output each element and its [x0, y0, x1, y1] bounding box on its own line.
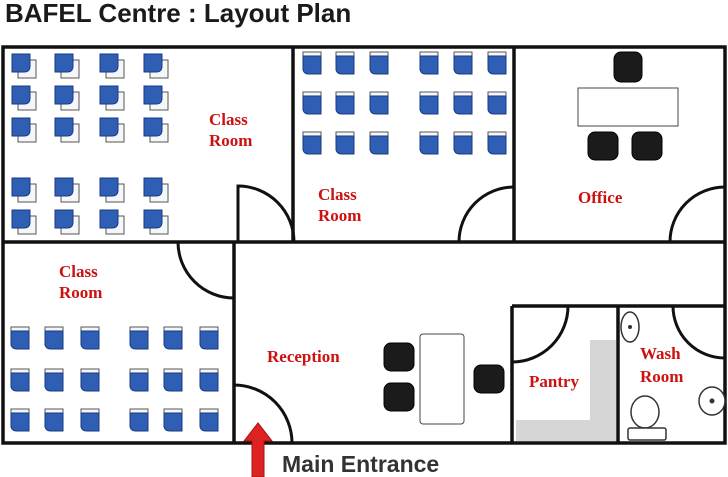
- classroom-seat-icon: [419, 51, 439, 75]
- reception-chair-2: [383, 382, 415, 412]
- classroom-seat-icon: [54, 53, 80, 79]
- classroom-seat-icon: [419, 131, 439, 155]
- classroom-seat-icon: [99, 117, 125, 143]
- reception-furniture: [383, 333, 505, 425]
- label-classroom-top-middle-line1: Class: [318, 185, 357, 204]
- classroom-seat-icon: [99, 177, 125, 203]
- classroom-seat-icon: [163, 408, 183, 432]
- classroom-seat-icon: [453, 131, 473, 155]
- reception-desk: [419, 333, 465, 425]
- office-furniture: [577, 51, 679, 161]
- door-washroom: [671, 305, 726, 360]
- door-office: [668, 185, 726, 243]
- entrance-arrow-icon: [242, 422, 274, 477]
- main-entrance: Main Entrance: [242, 422, 439, 477]
- door-main: [233, 383, 294, 444]
- classroom-seat-icon: [129, 408, 149, 432]
- label-office: Office: [578, 188, 623, 207]
- classroom-seat-icon: [199, 368, 219, 392]
- classroom-seat-icon: [11, 85, 37, 111]
- classroom-seat-icon: [335, 91, 355, 115]
- label-classroom-top-middle-line2: Room: [318, 206, 361, 225]
- plan-title: BAFEL Centre : Layout Plan: [5, 0, 351, 28]
- classroom-seat-icon: [10, 408, 30, 432]
- door-classroom-top-middle: [457, 185, 516, 243]
- classroom-seat-icon: [143, 85, 169, 111]
- classroom-seat-icon: [199, 326, 219, 350]
- label-washroom-line2: Room: [640, 367, 683, 386]
- classroom-seat-icon: [143, 209, 169, 235]
- classroom-seat-icon: [99, 209, 125, 235]
- classroom-seat-icon: [487, 131, 507, 155]
- doors: [176, 184, 726, 444]
- classroom-seat-icon: [199, 408, 219, 432]
- classroom-seat-icon: [302, 131, 322, 155]
- office-desk: [577, 87, 679, 127]
- label-classroom-bottom-left-line1: Class: [59, 262, 98, 281]
- classroom-seat-icon: [54, 117, 80, 143]
- classroom-seat-icon: [369, 91, 389, 115]
- office-chair-front-left: [587, 131, 619, 161]
- reception-chair-1: [383, 342, 415, 372]
- classroom-seat-icon: [80, 326, 100, 350]
- door-classroom-bottom-left: [176, 241, 235, 300]
- classroom-seat-icon: [54, 209, 80, 235]
- label-classroom-top-left-line2: Room: [209, 131, 252, 150]
- classroom-seat-icon: [10, 326, 30, 350]
- classroom-seat-icon: [487, 51, 507, 75]
- classroom-seat-icon: [302, 51, 322, 75]
- classroom-top-middle-seats: [302, 51, 507, 155]
- label-pantry: Pantry: [529, 372, 580, 391]
- label-classroom-top-left-line1: Class: [209, 110, 248, 129]
- label-washroom-line1: Wash: [640, 344, 681, 363]
- classroom-seat-icon: [453, 91, 473, 115]
- classroom-seat-icon: [143, 117, 169, 143]
- classroom-seat-icon: [54, 85, 80, 111]
- door-pantry: [511, 305, 570, 364]
- classroom-seat-icon: [143, 53, 169, 79]
- label-classroom-bottom-left-line2: Room: [59, 283, 102, 302]
- classroom-seat-icon: [44, 408, 64, 432]
- office-chair-back: [613, 51, 643, 83]
- classroom-seat-icon: [163, 368, 183, 392]
- toilet-icon: [630, 395, 660, 429]
- classroom-seat-icon: [11, 53, 37, 79]
- classroom-seat-icon: [163, 326, 183, 350]
- classroom-seat-icon: [369, 51, 389, 75]
- classroom-seat-icon: [129, 368, 149, 392]
- classroom-seat-icon: [129, 326, 149, 350]
- classroom-seat-icon: [99, 85, 125, 111]
- classroom-seat-icon: [487, 91, 507, 115]
- walls: [1, 45, 727, 445]
- room-labels: Class Room Class Room Office Class Room …: [59, 110, 683, 391]
- washroom-fixtures: [620, 311, 726, 441]
- classroom-seat-icon: [335, 131, 355, 155]
- door-classroom-top-left: [236, 184, 296, 243]
- classroom-seat-icon: [44, 368, 64, 392]
- classroom-top-left-seats: [11, 53, 169, 235]
- classroom-seat-icon: [99, 53, 125, 79]
- classroom-seat-icon: [11, 117, 37, 143]
- classroom-seat-icon: [80, 368, 100, 392]
- classroom-seat-icon: [419, 91, 439, 115]
- classroom-seat-icon: [44, 326, 64, 350]
- classroom-seat-icon: [10, 368, 30, 392]
- label-reception: Reception: [267, 347, 340, 366]
- classroom-seat-icon: [302, 91, 322, 115]
- classroom-seat-icon: [335, 51, 355, 75]
- classroom-seat-icon: [11, 209, 37, 235]
- classroom-seat-icon: [369, 131, 389, 155]
- reception-chair-3: [473, 364, 505, 394]
- classroom-seat-icon: [11, 177, 37, 203]
- classroom-seat-icon: [143, 177, 169, 203]
- classroom-seat-icon: [80, 408, 100, 432]
- pantry-counter: [516, 340, 616, 441]
- classroom-seat-icon: [453, 51, 473, 75]
- classroom-seat-icon: [54, 177, 80, 203]
- office-chair-front-right: [631, 131, 663, 161]
- entrance-label: Main Entrance: [282, 451, 439, 477]
- classroom-bottom-left-seats: [10, 326, 219, 432]
